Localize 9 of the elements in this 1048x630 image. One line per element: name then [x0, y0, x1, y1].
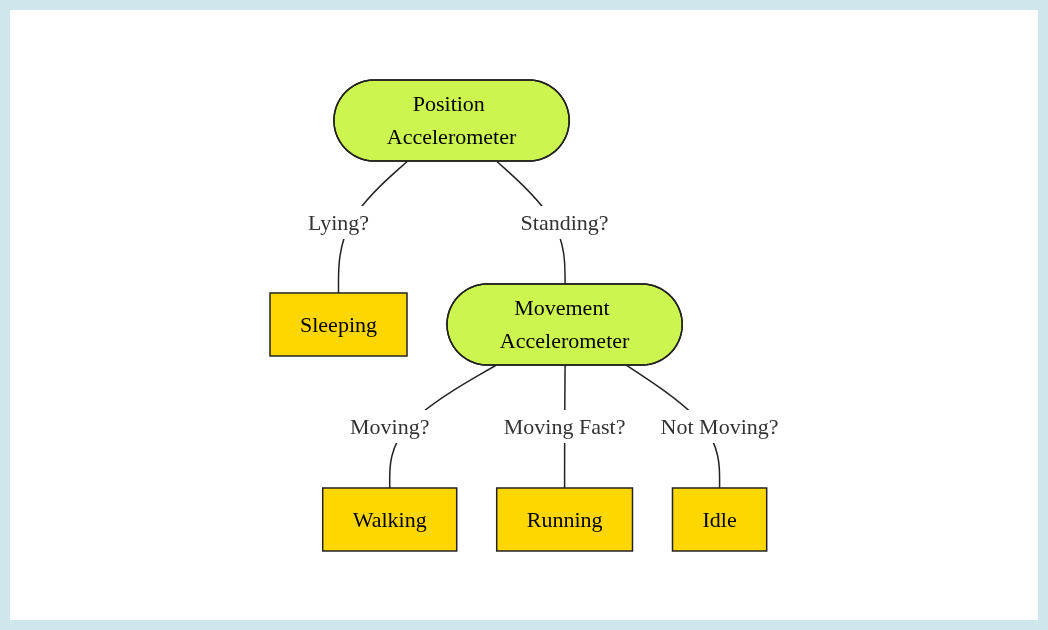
edge-label: Moving Fast?: [503, 413, 626, 439]
edge-label: Standing?: [520, 209, 609, 235]
node-box: Idle: [671, 486, 768, 552]
edge-label: Not Moving?: [660, 413, 779, 439]
node-box: Running: [495, 486, 633, 552]
node-box: Walking: [321, 486, 458, 552]
node-box: Sleeping: [268, 291, 408, 357]
edge-label: Lying?: [307, 209, 369, 235]
edge-label: Moving?: [349, 413, 430, 439]
